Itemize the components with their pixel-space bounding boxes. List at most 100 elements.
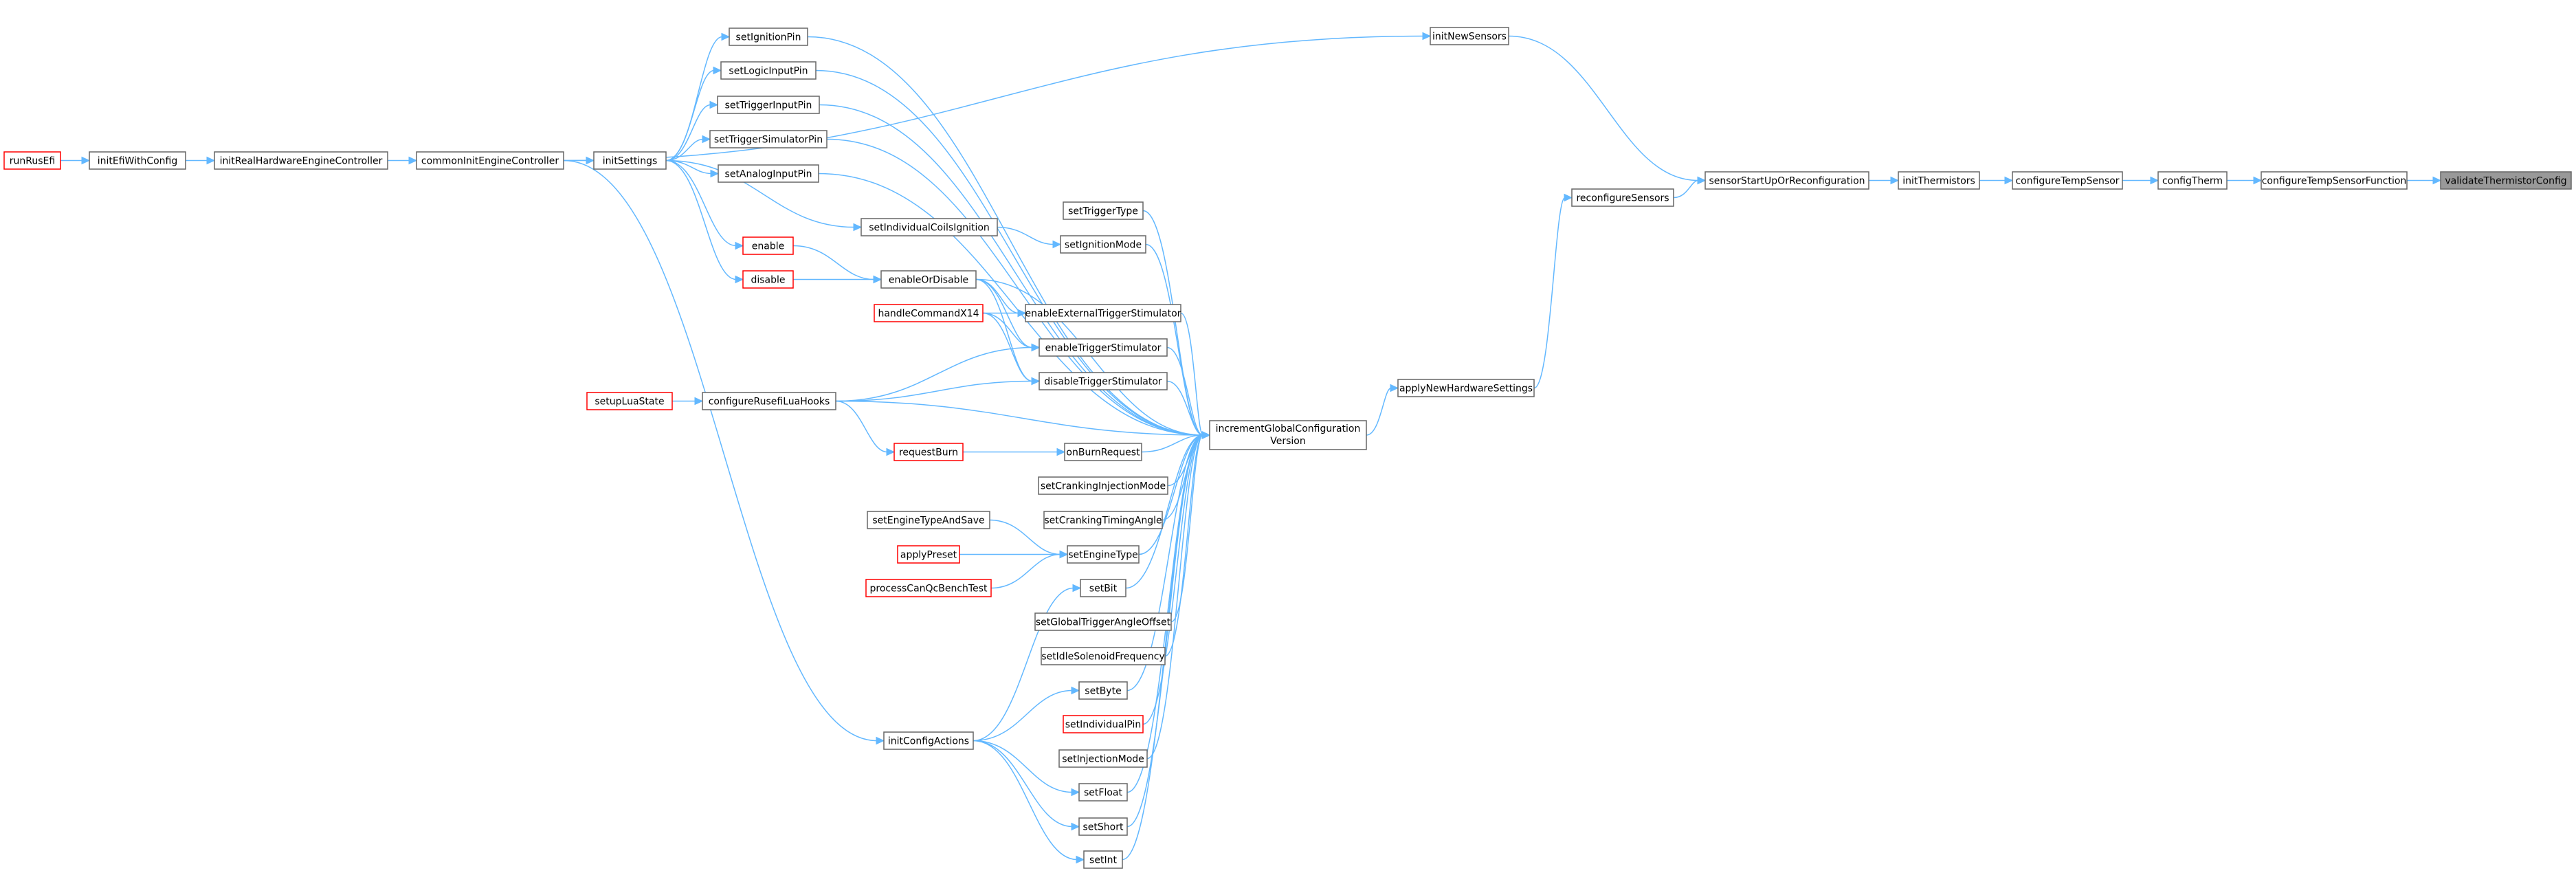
node-box-setCrankingTimingAngle[interactable] — [1043, 511, 1163, 529]
node-box-setBit[interactable] — [1080, 579, 1126, 597]
node-box-runRusEfi[interactable] — [3, 151, 61, 170]
node-box-initSettings[interactable] — [593, 151, 667, 170]
node-box-setEngineTypeAndSave[interactable] — [867, 511, 990, 529]
node-setInt[interactable]: setInt — [1083, 850, 1123, 869]
node-box-configTherm[interactable] — [2157, 171, 2228, 190]
node-configureTempSensor[interactable]: configureTempSensor — [2012, 171, 2123, 190]
node-box-disable[interactable] — [742, 270, 794, 289]
node-setGlobalTriggerAngleOffset[interactable]: setGlobalTriggerAngleOffset — [1034, 612, 1172, 631]
node-requestBurn[interactable]: requestBurn — [893, 443, 964, 461]
node-box-setCrankingInjectionMode[interactable] — [1038, 476, 1168, 495]
node-box-enableOrDisable[interactable] — [880, 270, 977, 289]
node-box-setLogicInputPin[interactable] — [720, 61, 817, 80]
node-setLogicInputPin[interactable]: setLogicInputPin — [720, 61, 817, 80]
node-box-initNewSensors[interactable] — [1430, 27, 1509, 45]
node-box-setShort[interactable] — [1078, 817, 1128, 836]
node-box-enableExternalTriggerStimulator[interactable] — [1025, 304, 1181, 322]
node-box-initConfigActions[interactable] — [883, 731, 974, 750]
node-setTriggerSimulatorPin[interactable]: setTriggerSimulatorPin — [709, 130, 828, 148]
node-setIgnitionPin[interactable]: setIgnitionPin — [729, 27, 808, 46]
node-box-incrementGlobalConfigurationVersion[interactable] — [1209, 420, 1367, 450]
node-enable[interactable]: enable — [742, 236, 794, 255]
node-box-reconfigureSensors[interactable] — [1571, 188, 1674, 207]
node-box-setIndividualPin[interactable] — [1063, 715, 1144, 733]
node-box-commonInitEngineController[interactable] — [416, 151, 564, 170]
node-box-configureTempSensor[interactable] — [2012, 171, 2123, 190]
node-box-enableTriggerStimulator[interactable] — [1039, 338, 1168, 357]
node-box-setIgnitionPin[interactable] — [729, 27, 808, 46]
node-applyPreset[interactable]: applyPreset — [897, 545, 960, 564]
node-handleCommandX14[interactable]: handleCommandX14 — [874, 304, 984, 322]
node-box-setIndividualCoilsIgnition[interactable] — [860, 218, 998, 236]
node-sensorStartUpOrReconfiguration[interactable]: sensorStartUpOrReconfiguration — [1705, 171, 1869, 190]
node-setIgnitionMode[interactable]: setIgnitionMode — [1060, 235, 1146, 254]
node-setEngineType[interactable]: setEngineType — [1067, 545, 1140, 564]
node-box-applyPreset[interactable] — [897, 545, 960, 564]
node-disableTriggerStimulator[interactable]: disableTriggerStimulator — [1039, 372, 1168, 390]
node-box-onBurnRequest[interactable] — [1064, 443, 1142, 461]
node-box-validateThermistorConfig[interactable] — [2440, 171, 2572, 190]
node-box-setFloat[interactable] — [1078, 783, 1128, 802]
node-configureRusefiLuaHooks[interactable]: configureRusefiLuaHooks — [702, 392, 836, 410]
node-initSettings[interactable]: initSettings — [593, 151, 667, 170]
node-setEngineTypeAndSave[interactable]: setEngineTypeAndSave — [867, 511, 990, 529]
node-box-sensorStartUpOrReconfiguration[interactable] — [1705, 171, 1869, 190]
node-initConfigActions[interactable]: initConfigActions — [883, 731, 974, 750]
node-runRusEfi[interactable]: runRusEfi — [3, 151, 61, 170]
node-initNewSensors[interactable]: initNewSensors — [1430, 27, 1509, 45]
node-setAnalogInputPin[interactable]: setAnalogInputPin — [718, 164, 819, 183]
node-commonInitEngineController[interactable]: commonInitEngineController — [416, 151, 564, 170]
node-setTriggerType[interactable]: setTriggerType — [1063, 201, 1144, 220]
node-box-setupLuaState[interactable] — [586, 392, 673, 410]
node-disable[interactable]: disable — [742, 270, 794, 289]
node-setCrankingInjectionMode[interactable]: setCrankingInjectionMode — [1038, 476, 1168, 495]
node-validateThermistorConfig[interactable]: validateThermistorConfig — [2440, 171, 2572, 190]
node-setByte[interactable]: setByte — [1078, 681, 1128, 700]
node-initRealHardwareEngineController[interactable]: initRealHardwareEngineController — [214, 151, 388, 170]
node-box-setInjectionMode[interactable] — [1058, 749, 1148, 768]
node-setInjectionMode[interactable]: setInjectionMode — [1058, 749, 1148, 768]
node-applyNewHardwareSettings[interactable]: applyNewHardwareSettings — [1397, 379, 1535, 397]
node-box-setGlobalTriggerAngleOffset[interactable] — [1034, 612, 1172, 631]
node-box-setInt[interactable] — [1083, 850, 1123, 869]
node-box-setTriggerSimulatorPin[interactable] — [709, 130, 828, 148]
node-configTherm[interactable]: configTherm — [2157, 171, 2228, 190]
node-setFloat[interactable]: setFloat — [1078, 783, 1128, 802]
node-box-requestBurn[interactable] — [893, 443, 964, 461]
node-box-initThermistors[interactable] — [1898, 171, 1980, 190]
node-setIndividualPin[interactable]: setIndividualPin — [1063, 715, 1144, 733]
node-initEfiWithConfig[interactable]: initEfiWithConfig — [89, 151, 186, 170]
node-box-setByte[interactable] — [1078, 681, 1128, 700]
node-box-setTriggerType[interactable] — [1063, 201, 1144, 220]
node-onBurnRequest[interactable]: onBurnRequest — [1064, 443, 1142, 461]
node-setIdleSolenoidFrequency[interactable]: setIdleSolenoidFrequency — [1041, 647, 1166, 665]
node-box-setIgnitionMode[interactable] — [1060, 235, 1146, 254]
node-setCrankingTimingAngle[interactable]: setCrankingTimingAngle — [1043, 511, 1163, 529]
node-processCanQcBenchTest[interactable]: processCanQcBenchTest — [865, 579, 992, 597]
node-box-enable[interactable] — [742, 236, 794, 255]
node-enableTriggerStimulator[interactable]: enableTriggerStimulator — [1039, 338, 1168, 357]
node-box-setIdleSolenoidFrequency[interactable] — [1041, 647, 1166, 665]
node-setShort[interactable]: setShort — [1078, 817, 1128, 836]
node-box-configureRusefiLuaHooks[interactable] — [702, 392, 836, 410]
node-setupLuaState[interactable]: setupLuaState — [586, 392, 673, 410]
node-reconfigureSensors[interactable]: reconfigureSensors — [1571, 188, 1674, 207]
node-box-applyNewHardwareSettings[interactable] — [1397, 379, 1535, 397]
node-enableOrDisable[interactable]: enableOrDisable — [880, 270, 977, 289]
node-box-initEfiWithConfig[interactable] — [89, 151, 186, 170]
node-box-processCanQcBenchTest[interactable] — [865, 579, 992, 597]
node-box-initRealHardwareEngineController[interactable] — [214, 151, 388, 170]
node-box-setEngineType[interactable] — [1067, 545, 1140, 564]
node-configureTempSensorFunction[interactable]: configureTempSensorFunction — [2261, 171, 2408, 190]
node-enableExternalTriggerStimulator[interactable]: enableExternalTriggerStimulator — [1025, 304, 1181, 322]
node-setIndividualCoilsIgnition[interactable]: setIndividualCoilsIgnition — [860, 218, 998, 236]
node-setTriggerInputPin[interactable]: setTriggerInputPin — [717, 96, 820, 114]
node-box-setTriggerInputPin[interactable] — [717, 96, 820, 114]
node-box-disableTriggerStimulator[interactable] — [1039, 372, 1168, 390]
node-box-setAnalogInputPin[interactable] — [718, 164, 819, 183]
node-setBit[interactable]: setBit — [1080, 579, 1126, 597]
node-box-handleCommandX14[interactable] — [874, 304, 984, 322]
node-initThermistors[interactable]: initThermistors — [1898, 171, 1980, 190]
node-box-configureTempSensorFunction[interactable] — [2261, 171, 2408, 190]
